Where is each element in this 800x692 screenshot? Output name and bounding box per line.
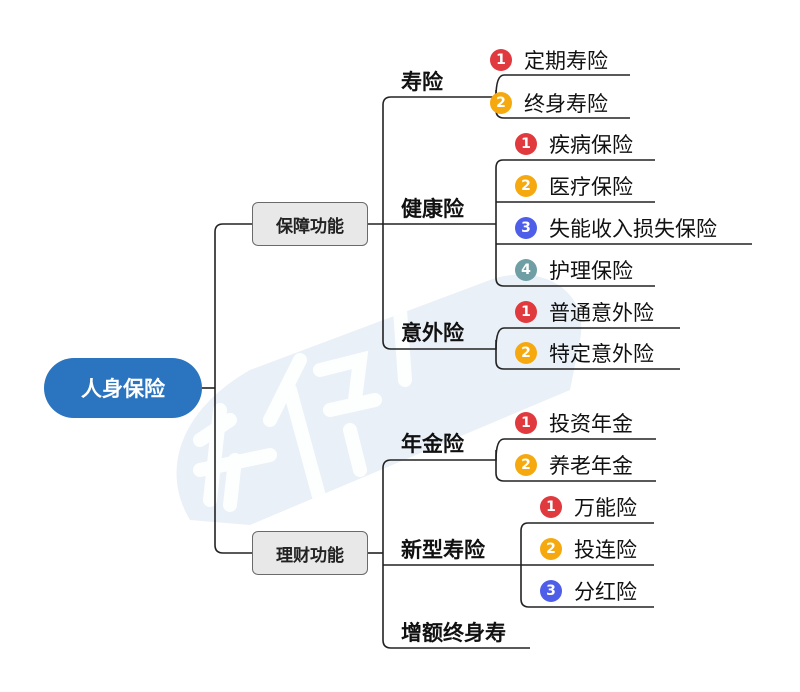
sub-node-annuity-insurance[interactable]: 年金险 <box>401 432 464 456</box>
leaf-node[interactable]: 2 医疗保险 <box>515 171 633 201</box>
leaf-node[interactable]: 4 护理保险 <box>515 255 633 285</box>
leaf-node[interactable]: 1 万能险 <box>540 492 637 522</box>
number-1-icon: 1 <box>515 412 537 434</box>
leaf-node[interactable]: 2 投连险 <box>540 534 637 564</box>
leaf-node[interactable]: 3 分红险 <box>540 576 637 606</box>
sub-node-accident-insurance[interactable]: 意外险 <box>401 321 464 345</box>
leaf-label: 疾病保险 <box>549 133 633 157</box>
number-1-icon: 1 <box>515 133 537 155</box>
number-3-icon: 3 <box>515 217 537 239</box>
leaf-label: 失能收入损失保险 <box>549 217 717 241</box>
leaf-label: 投连险 <box>574 538 637 562</box>
leaf-node[interactable]: 2 养老年金 <box>515 450 633 480</box>
number-2-icon: 2 <box>515 175 537 197</box>
leaf-label: 万能险 <box>574 496 637 520</box>
number-2-icon: 2 <box>490 92 512 114</box>
leaf-label: 投资年金 <box>549 412 633 436</box>
number-2-icon: 2 <box>540 538 562 560</box>
leaf-label: 定期寿险 <box>524 49 608 73</box>
leaf-node[interactable]: 2 终身寿险 <box>490 88 608 118</box>
leaf-label: 医疗保险 <box>549 175 633 199</box>
leaf-node[interactable]: 2 特定意外险 <box>515 338 654 368</box>
sub-node-increasing-whole-life[interactable]: 增额终身寿 <box>401 621 506 645</box>
leaf-node[interactable]: 1 普通意外险 <box>515 297 654 327</box>
category-node-protection[interactable]: 保障功能 <box>252 202 368 246</box>
leaf-label: 护理保险 <box>549 259 633 283</box>
number-4-icon: 4 <box>515 259 537 281</box>
root-node[interactable]: 人身保险 <box>44 358 202 418</box>
leaf-node[interactable]: 1 定期寿险 <box>490 45 608 75</box>
number-3-icon: 3 <box>540 580 562 602</box>
number-1-icon: 1 <box>515 301 537 323</box>
sub-node-health-insurance[interactable]: 健康险 <box>401 197 464 221</box>
leaf-node[interactable]: 3 失能收入损失保险 <box>515 213 717 243</box>
category-node-wealth[interactable]: 理财功能 <box>252 531 368 575</box>
number-1-icon: 1 <box>540 496 562 518</box>
number-1-icon: 1 <box>490 49 512 71</box>
sub-node-new-life-insurance[interactable]: 新型寿险 <box>401 538 485 562</box>
number-2-icon: 2 <box>515 454 537 476</box>
leaf-label: 终身寿险 <box>524 92 608 116</box>
leaf-node[interactable]: 1 投资年金 <box>515 408 633 438</box>
leaf-label: 分红险 <box>574 580 637 604</box>
leaf-label: 养老年金 <box>549 454 633 478</box>
leaf-node[interactable]: 1 疾病保险 <box>515 129 633 159</box>
leaf-label: 特定意外险 <box>549 342 654 366</box>
sub-node-life-insurance[interactable]: 寿险 <box>401 70 443 94</box>
number-2-icon: 2 <box>515 342 537 364</box>
leaf-label: 普通意外险 <box>549 301 654 325</box>
